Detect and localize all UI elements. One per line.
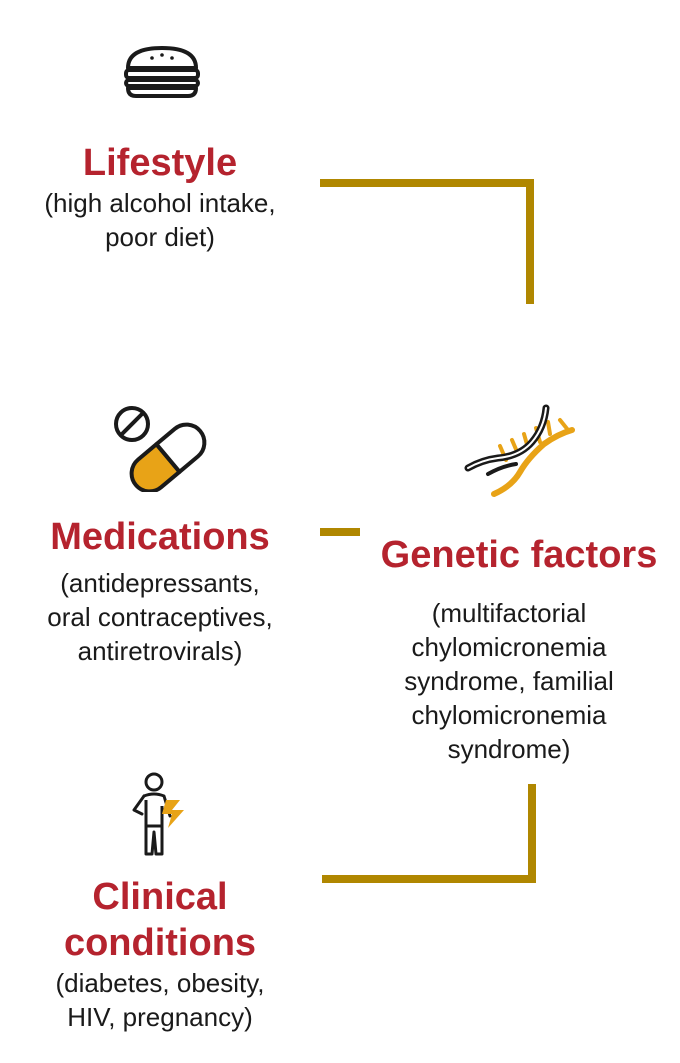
genetic-block: Genetic factors (multifactorial chylomic… bbox=[354, 532, 680, 766]
lifestyle-block: Lifestyle (high alcohol intake, poor die… bbox=[10, 140, 310, 254]
burger-icon bbox=[124, 46, 200, 98]
pill-icon bbox=[114, 406, 207, 492]
clinical-description: (diabetes, obesity, HIV, pregnancy) bbox=[55, 968, 265, 1032]
connector-medications-genetic bbox=[320, 528, 360, 536]
medications-description: (antidepressants, oral contraceptives, a… bbox=[47, 568, 273, 666]
medications-title: Medications bbox=[50, 516, 270, 558]
genetic-description: (multifactorial chylomicronemia syndrome… bbox=[404, 598, 614, 764]
genetic-title: Genetic factors bbox=[380, 534, 658, 576]
lifestyle-description: (high alcohol intake, poor diet) bbox=[44, 188, 276, 252]
lifestyle-title: Lifestyle bbox=[82, 142, 238, 184]
dna-icon bbox=[464, 404, 575, 497]
clinical-block: Clinical conditions (diabetes, obesity, … bbox=[10, 874, 310, 1034]
person-pain-icon bbox=[132, 772, 184, 856]
connector-clinical-genetic bbox=[322, 784, 536, 883]
connector-lifestyle-genetic bbox=[320, 179, 534, 304]
clinical-title: Clinical conditions bbox=[63, 876, 257, 964]
medications-block: Medications (antidepressants, oral contr… bbox=[10, 514, 310, 668]
